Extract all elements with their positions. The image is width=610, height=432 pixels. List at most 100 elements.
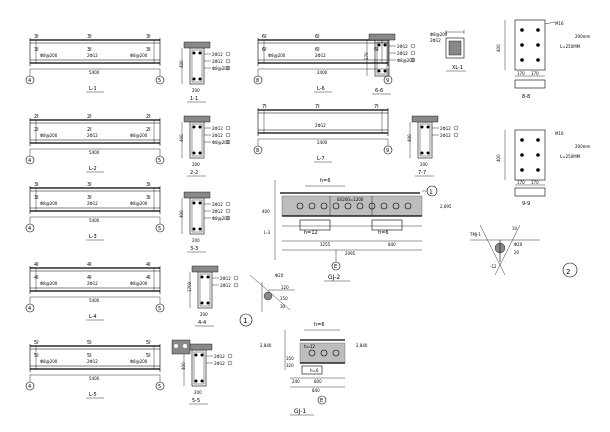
plate99-height: 400 (496, 154, 501, 162)
plate88-height: 400 (496, 44, 501, 52)
section-rebar: 2Φ12 (214, 361, 225, 366)
gj1-h3: h=6 (310, 368, 319, 373)
beam-top-mark: 4I (87, 262, 92, 268)
beam-top-mark: 7I (315, 104, 320, 110)
section-rebar: 2Φ12 (440, 133, 451, 138)
section-dim: 200 (194, 390, 202, 395)
axis-bubble (253, 75, 263, 85)
section-dim: 400 (179, 210, 184, 218)
beam-span: 2400 (317, 70, 328, 75)
beam-center-label: 2Φ12 (87, 281, 98, 286)
plate88-dim-a: 170 (517, 71, 525, 76)
section-dim: 170 (364, 52, 369, 60)
detail2-tag: TMJ-1 (469, 232, 481, 237)
detail1-dim-a: Φ20 (275, 273, 284, 278)
gj1-title: GJ-1 (294, 408, 306, 415)
axis-bubble (253, 145, 263, 155)
xl1-detail: Φ8@200 2Φ12 XL-1 (430, 30, 466, 72)
section-rebar: 2Φ12 (220, 283, 231, 288)
beam-center-label: 2Φ12 (315, 53, 326, 58)
gj1-dim-1: 240 (292, 379, 300, 384)
section-title: 4-4 (198, 320, 206, 326)
beam-title: L-6 (317, 86, 325, 92)
detail-1: Φ20 120 150 30 1 (239, 273, 295, 327)
beam-top-mark: 3I (87, 182, 92, 188)
section-dim: 400 (179, 60, 184, 68)
plate88-length: L=250MM (560, 44, 581, 49)
plate88-bolt: M16 (555, 21, 564, 26)
plate88-title: 8-8 (522, 94, 530, 100)
beam-span: 5400 (89, 150, 100, 155)
section-rebar: 2Φ12 (212, 133, 223, 138)
beam-left-rebar: Φ8@200 (268, 53, 286, 58)
beam-top-mark: 2I (146, 114, 151, 120)
gj1-elev-left: 2,840 (260, 343, 272, 348)
gj2-dim-2: 840 (388, 242, 396, 247)
axis-bubble (155, 303, 165, 313)
beam-mid-mark: 5I (34, 353, 39, 359)
beam-right-rebar: Φ8@200 (130, 53, 148, 58)
beam-sections: 4002002Φ122Φ12Φ8@2001-14002002Φ122Φ12Φ8@… (179, 33, 459, 405)
beam-mid-mark: 3I (146, 195, 151, 201)
plate-9-9: 400 M16 200mm L=250MM 170 170 9-9 (496, 129, 591, 207)
section-rebar: Φ8@200 (212, 66, 230, 71)
beam-top-mark: 6I (315, 34, 320, 40)
gj1-axis: E (320, 398, 323, 404)
detail1-dim-d: 30 (280, 304, 286, 309)
axis-bubble (155, 75, 165, 85)
axis-right: 5 (158, 226, 161, 232)
axis-bubble (155, 381, 165, 391)
axis-left: 4 (28, 226, 31, 232)
detail-2: TMJ-1 10 Φ20 20 -12 2 (469, 224, 578, 278)
detail2-circle: 2 (566, 268, 570, 276)
axis-right: 5 (158, 306, 161, 312)
beam-left-rebar: Φ8@200 (40, 359, 58, 364)
axis-left: 4 (28, 384, 31, 390)
section-slab (368, 33, 396, 41)
section-rebar: 2Φ12 (212, 126, 223, 131)
xl1-note-1: Φ8@200 (430, 32, 448, 37)
section-rebar: 2Φ12 (214, 354, 225, 359)
beam-mid-mark: 4I (146, 275, 151, 281)
beam-span: 5400 (89, 376, 100, 381)
beam-right-rebar: Φ8@200 (130, 281, 148, 286)
beam-top-mark: 3I (34, 34, 39, 40)
beam-title: L-4 (89, 314, 97, 320)
axis-left: 8 (256, 148, 259, 154)
detail1-circle: 1 (243, 317, 247, 325)
section-rebar: 2Φ12 (212, 209, 223, 214)
section-rebar: 2Φ12 (397, 44, 408, 49)
section-dim: 1700 (187, 281, 192, 292)
beam-center-label: 2Φ12 (315, 123, 326, 128)
detail2-dim-d: -12 (490, 264, 497, 269)
plate99-dim-b: 170 (531, 180, 539, 185)
beam-mid-mark: 3I (34, 47, 39, 53)
section-title: 2-2 (190, 170, 198, 176)
detail2-dim-c: 20 (514, 250, 520, 255)
xl1-title: XL-1 (452, 65, 463, 71)
section-rebar: 2Φ12 (212, 52, 223, 57)
detail2-dim-a: 10 (512, 226, 518, 231)
beam-mid-mark: 4I (34, 275, 39, 281)
beam-mid-mark: 6I (374, 47, 379, 53)
beam-span: 5400 (89, 70, 100, 75)
plate99-spacing: 200mm (575, 144, 591, 149)
beam-top-mark: 6I (262, 34, 267, 40)
section-dim: 200 (192, 88, 200, 93)
gj2-title: GJ-2 (328, 274, 340, 281)
axis-right: 9 (386, 78, 389, 84)
beam-mid-mark: 3I (87, 195, 92, 201)
section-rebar: Φ8@200 (397, 58, 415, 63)
gj2-h2: h=12 (304, 230, 318, 236)
section-slab (183, 115, 211, 123)
axis-bubble (25, 381, 35, 391)
beam-top-mark: 4I (34, 262, 39, 268)
beam-title: L-2 (89, 166, 97, 172)
